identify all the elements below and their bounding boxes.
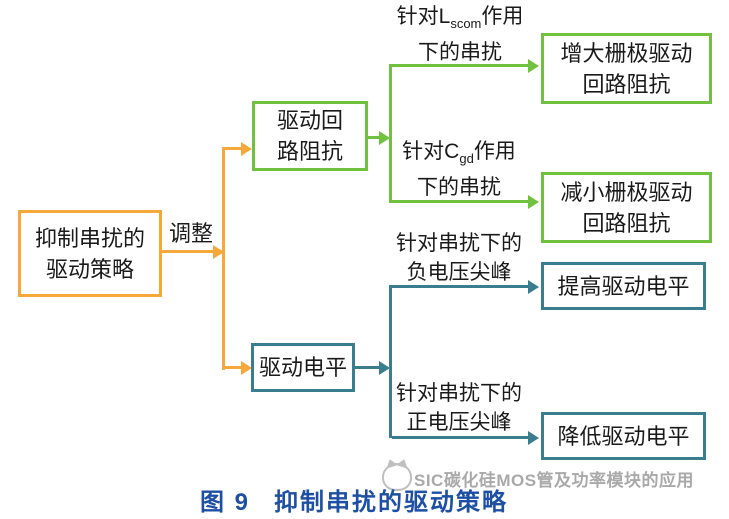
branch-label-positive-spike: 针对串扰下的 正电压尖峰 (396, 382, 522, 434)
cgd-subscript: gd (459, 151, 474, 167)
arrowhead-to-increase (528, 59, 539, 73)
branch-label-cgd-line1: 针对Cgd作用 (402, 140, 516, 167)
node-drive-level: 驱动电平 (251, 343, 355, 392)
connector-to-lower (392, 436, 529, 439)
node-root-line2: 驱动策略 (45, 256, 134, 282)
node-root-suppress-crosstalk: 抑制串扰的 驱动策略 (18, 210, 162, 297)
arrowhead-to-impedance (241, 142, 252, 156)
connector-root-v (222, 147, 225, 370)
figure-number: 图 9 (200, 489, 251, 516)
connector-level-v (389, 285, 392, 438)
branch-label-lscom: 针对Lscom作用 下的串扰 (386, 2, 534, 67)
connector-level-h (355, 366, 380, 369)
connector-to-decrease (392, 200, 529, 203)
arrowhead-to-raise (528, 280, 539, 294)
arrowhead-level-split (379, 361, 390, 375)
connector-to-level (225, 366, 242, 369)
node-root-line1: 抑制串扰的 (34, 225, 145, 251)
figure-title: 抑制串扰的驱动策略 (274, 489, 509, 516)
node-lower-drive-level: 降低驱动电平 (541, 412, 706, 460)
edge-label-adjust: 调整 (168, 221, 213, 246)
node-raise-drive-level: 提高驱动电平 (541, 262, 706, 310)
node-increase-gate-impedance: 增大栅极驱动 回路阻抗 (541, 33, 712, 104)
arrowhead-to-decrease (528, 195, 539, 209)
branch-label-cgd-line2: 下的串扰 (417, 176, 501, 200)
connector-to-impedance (225, 147, 242, 150)
branch-label-lscom-line1: 针对Lscom作用 (396, 5, 524, 32)
node-drive-loop-impedance: 驱动回 路阻抗 (252, 101, 368, 171)
figure-caption: 图 9 抑制串扰的驱动策略 (200, 482, 508, 517)
connector-to-raise (392, 285, 529, 288)
arrowhead-impedance-split (379, 131, 390, 145)
watermark-text: SIC碳化硅MOS管及功率模块的应用 (414, 471, 695, 490)
branch-label-lscom-line2: 下的串扰 (418, 41, 502, 65)
connector-root-h (162, 250, 214, 253)
node-decrease-gate-impedance: 减小栅极驱动 回路阻抗 (541, 172, 712, 243)
connector-impedance-v (389, 64, 392, 203)
cat-logo-icon (382, 463, 412, 491)
arrowhead-root (213, 245, 224, 259)
arrowhead-to-lower (528, 431, 539, 445)
node-impedance-line2: 路阻抗 (276, 139, 343, 164)
branch-label-cgd: 针对Cgd作用 下的串扰 (386, 137, 532, 202)
branch-label-negative-spike: 针对串扰下的 负电压尖峰 (396, 232, 522, 284)
connector-to-increase (392, 64, 529, 67)
arrowhead-to-level (241, 361, 252, 375)
node-level-text: 驱动电平 (258, 355, 347, 380)
connector-impedance-h (368, 136, 380, 139)
node-impedance-line1: 驱动回 (276, 108, 343, 133)
lscom-subscript: scom (450, 16, 482, 32)
